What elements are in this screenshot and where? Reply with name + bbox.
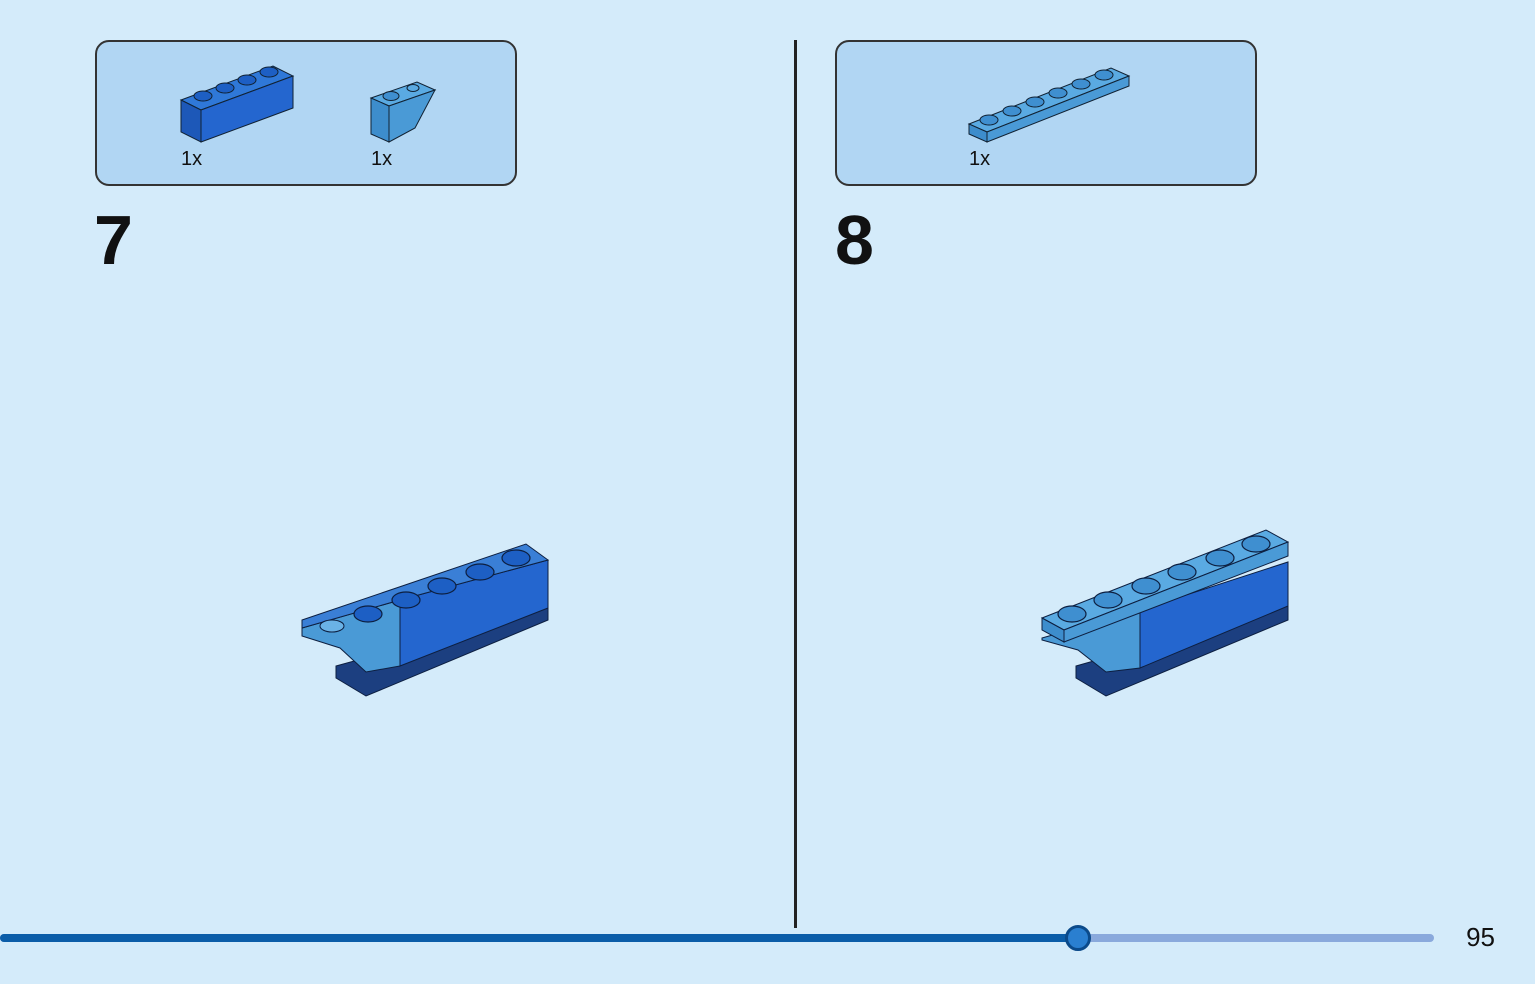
part-quantity: 1x [371, 148, 393, 170]
part-quantity: 1x [969, 148, 991, 170]
step-number: 8 [835, 201, 874, 279]
step-7-model-illustration [301, 543, 550, 697]
progress-handle[interactable] [1064, 925, 1091, 951]
step-number: 7 [94, 201, 133, 279]
slope-inverted-1x2-medium-blue-icon [369, 81, 437, 143]
brick-1x4-blue-icon [179, 65, 295, 143]
parts-callout-step-7: 1x 1x [95, 40, 517, 186]
progress-fill [0, 934, 1077, 942]
page-number: 95 [1466, 922, 1495, 952]
plate-1x6-medium-blue-icon [967, 67, 1131, 143]
step-8-model-illustration [1040, 529, 1290, 697]
page-divider [794, 40, 797, 928]
part-quantity: 1x [181, 148, 203, 170]
progress-bar[interactable] [0, 925, 1434, 951]
parts-callout-step-8: 1x [835, 40, 1257, 186]
